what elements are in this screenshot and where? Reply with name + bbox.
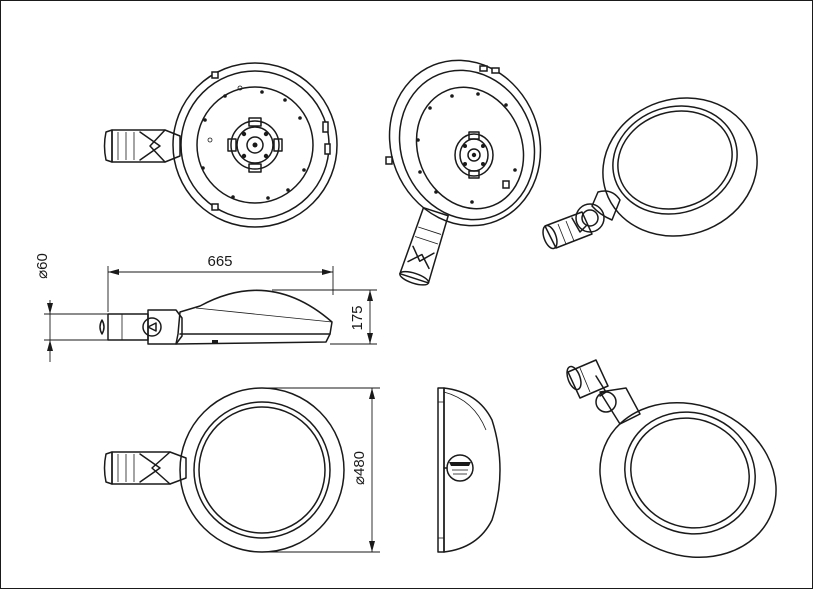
front-elevation-view: [437, 387, 501, 553]
tilted-bottom-view: [385, 59, 542, 286]
top-view: ⌀480: [103, 387, 380, 553]
isometric-top-view: [542, 97, 758, 250]
diameter-dimension-label: ⌀480: [351, 451, 368, 485]
side-elevation-view: ⌀60 665 175: [34, 253, 377, 362]
height-dimension-label: 175: [349, 305, 366, 330]
spigot-diameter-label: ⌀60: [34, 253, 51, 279]
length-dimension-label: 665: [207, 253, 232, 270]
bottom-view: [103, 62, 338, 228]
isometric-bottom-view: [566, 359, 777, 559]
